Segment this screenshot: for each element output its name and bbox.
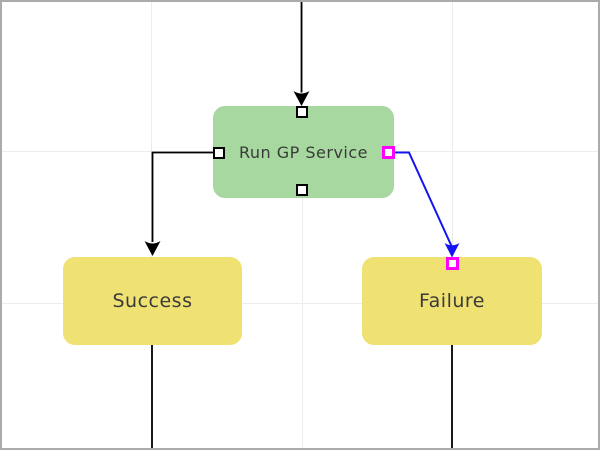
grid-line-vertical [452,2,453,448]
edge-to-success-arrowhead-icon [144,241,161,256]
grid-line-horizontal [2,303,598,304]
grid-line-vertical [302,2,303,448]
handle-run-gp-service-right-selected[interactable] [382,146,395,159]
node-failure[interactable]: Failure [362,257,542,345]
node-run-gp-service[interactable]: Run GP Service [213,106,394,198]
node-failure-label: Failure [418,290,485,312]
handle-run-gp-service-left[interactable] [213,147,225,159]
edge-to-success[interactable] [151,151,214,243]
handle-run-gp-service-bottom[interactable] [296,184,308,196]
grid-line-vertical [151,2,152,448]
edge-incoming-top-arrowhead-icon [293,91,310,106]
node-success[interactable]: Success [63,257,242,345]
handle-run-gp-service-top[interactable] [296,106,308,118]
node-success-label: Success [112,290,193,312]
node-run-gp-service-label: Run GP Service [238,142,369,162]
handle-failure-top-selected[interactable] [446,257,459,270]
edge-to-failure[interactable] [393,151,453,248]
edge-to-failure-arrowhead-icon [444,243,460,258]
